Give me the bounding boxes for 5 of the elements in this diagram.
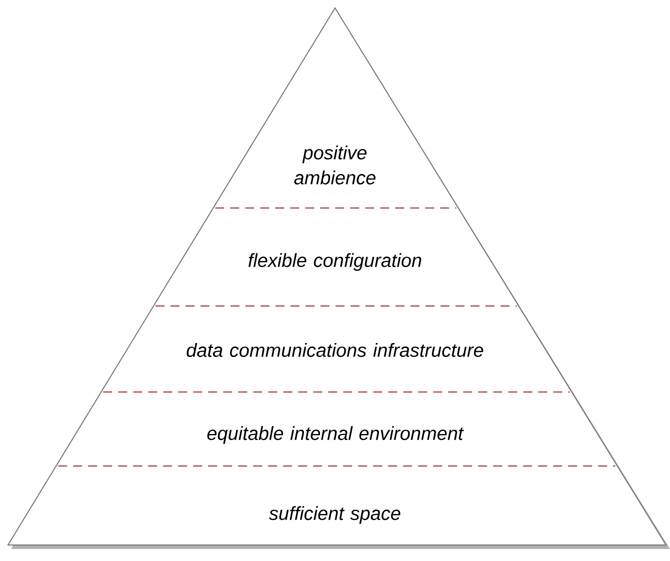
pyramid-level: equitable internal environment: [207, 426, 464, 444]
pyramid-level: data communications infrastructure: [186, 343, 484, 357]
pyramid-level: flexible configuration: [248, 253, 422, 271]
pyramid-level: positive ambience: [294, 146, 376, 184]
pyramid-level: sufficient space: [269, 506, 400, 524]
